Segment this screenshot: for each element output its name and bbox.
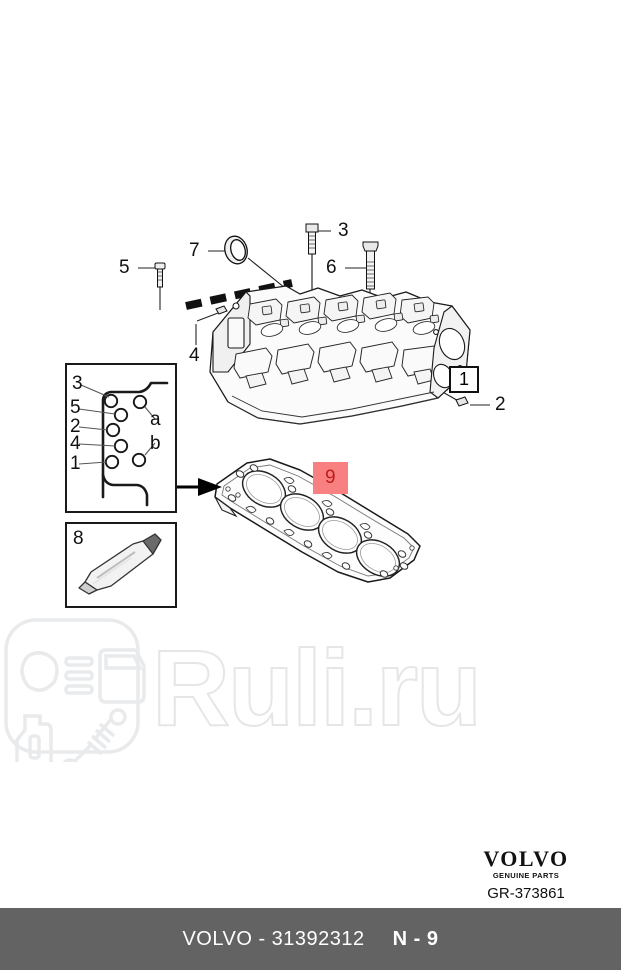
footer-part-number: VOLVO - 31392312: [182, 927, 365, 950]
volvo-subtitle: GENUINE PARTS: [492, 871, 560, 880]
part-bolt-small: [154, 262, 166, 288]
footer-page-reference: N - 9: [392, 927, 439, 950]
detail-label-4: 4: [70, 433, 81, 454]
part-cylinder-head-gasket: [214, 458, 421, 583]
drawing-code: GR-373861: [487, 884, 565, 902]
hole-identification-drawing: [78, 381, 169, 507]
part-plug-right: [455, 396, 469, 407]
footer-bar: VOLVO - 31392312 N - 9: [0, 908, 621, 970]
dashed-gasket-line: [185, 279, 293, 310]
callout-label-6: 6: [326, 257, 337, 278]
detail-label-a: a: [150, 409, 161, 430]
sealant-tube-drawing: [78, 533, 162, 595]
brand-block: VOLVO GENUINE PARTS GR-373861: [451, 848, 601, 901]
detail-label-3: 3: [72, 373, 83, 394]
watermark-text: Ruli.ru: [151, 627, 483, 748]
detail-label-1: 1: [70, 453, 81, 474]
callout-label-5: 5: [119, 257, 130, 278]
callout-label-7: 7: [189, 240, 200, 261]
callout-label-1-boxed: 1: [449, 366, 480, 393]
part-seal-ring: [224, 235, 248, 265]
callout-label-4: 4: [189, 345, 200, 366]
detail-label-5: 5: [70, 397, 81, 418]
detail-panel-hole-identification: [65, 363, 177, 513]
callout-label-3: 3: [338, 220, 349, 241]
volvo-wordmark: VOLVO: [483, 846, 569, 871]
detail-arrow: [172, 478, 222, 496]
detail-label-b: b: [150, 433, 161, 454]
part-cylinder-head: [209, 285, 471, 425]
part-plug-left: [215, 305, 228, 315]
part-bolt-long: [362, 241, 379, 290]
callout-label-2: 2: [495, 394, 506, 415]
detail-panel-sealant: [65, 522, 177, 608]
detail-label-2: 2: [70, 416, 81, 437]
callout-label-9-highlighted: 9: [313, 462, 348, 494]
sealant-panel-label: 8: [73, 528, 84, 549]
